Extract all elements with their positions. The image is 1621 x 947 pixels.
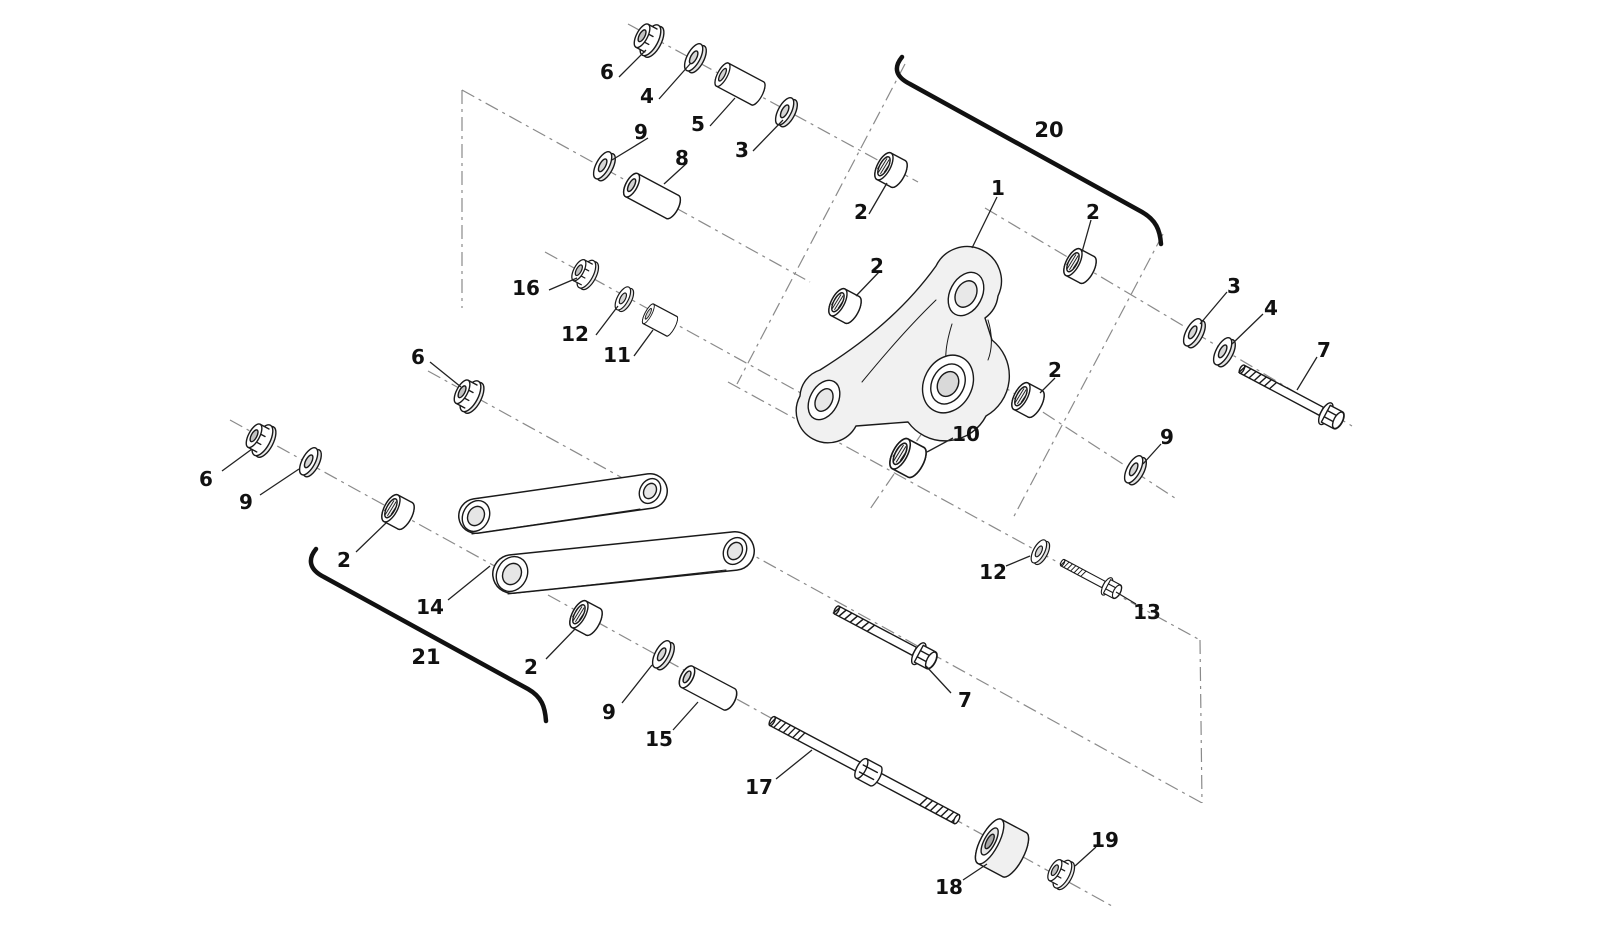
- spacer-15: [675, 662, 741, 714]
- group-bracket-21: [308, 546, 549, 724]
- callout-3: 3: [1227, 274, 1241, 298]
- callout-9: 9: [1160, 425, 1174, 449]
- callout-17: 17: [745, 775, 773, 799]
- flanged-nut-6: [240, 417, 281, 462]
- pivot-bolt-part-17: [768, 715, 961, 825]
- flanged-nut-19: [1042, 853, 1079, 893]
- spacer-8: [619, 170, 685, 222]
- callout-16: 16: [512, 276, 540, 300]
- callout-14: 14: [416, 595, 444, 619]
- callout-8: 8: [675, 146, 689, 170]
- washer-3: [771, 94, 802, 131]
- needle-bearing-2: [377, 491, 419, 533]
- washer-12: [1027, 536, 1054, 568]
- callout-6: 6: [600, 60, 614, 84]
- callout-13: 13: [1133, 600, 1161, 624]
- callout-6: 6: [411, 345, 425, 369]
- callout-18: 18: [935, 875, 963, 899]
- washer-9: [1120, 452, 1151, 489]
- needle-bearing-2: [870, 149, 912, 191]
- roller-part-18: [974, 818, 1030, 878]
- callout-7: 7: [1317, 338, 1331, 362]
- group-label-20: 20: [1034, 118, 1063, 142]
- bushing-10: [884, 434, 932, 482]
- washer-9: [589, 148, 620, 185]
- callout-1: 1: [991, 176, 1005, 200]
- needle-bearing-2: [1059, 245, 1101, 287]
- washer-9: [295, 444, 326, 481]
- group-bracket-20: [894, 54, 1164, 247]
- callout-7: 7: [958, 688, 972, 712]
- callout-2: 2: [1048, 358, 1062, 382]
- rocker-arm-part-1: [795, 245, 1010, 444]
- callout-3: 3: [735, 138, 749, 162]
- callout-9: 9: [634, 120, 648, 144]
- washer-9: [648, 637, 679, 674]
- washer-3: [1179, 315, 1210, 352]
- callout-5: 5: [691, 112, 705, 136]
- flanged-nut-6: [448, 373, 489, 418]
- callout-9: 9: [602, 700, 616, 724]
- callout-4: 4: [640, 84, 654, 108]
- flanged-nut-6: [628, 17, 669, 62]
- callout-12: 12: [561, 322, 589, 346]
- callout-6: 6: [199, 467, 213, 491]
- bolt-part-7: [1237, 363, 1349, 434]
- callout-10: 10: [952, 422, 980, 446]
- callout-2: 2: [854, 200, 868, 224]
- spacer-5: [711, 60, 769, 108]
- needle-bearing-2: [1007, 379, 1049, 421]
- callout-9: 9: [239, 490, 253, 514]
- callout-4: 4: [1264, 296, 1278, 320]
- callout-11: 11: [603, 343, 631, 367]
- callout-labels: 6 4 5 3 9 8 2 20 1 2 2 3 4 7 2 10 9 16 1…: [199, 60, 1331, 899]
- callout-15: 15: [645, 727, 673, 751]
- leader-lines: [221, 49, 1318, 881]
- connecting-links-part-14: [458, 473, 755, 595]
- lock-nut-16: [566, 253, 603, 293]
- callout-19: 19: [1091, 828, 1119, 852]
- callout-2: 2: [870, 254, 884, 278]
- washer-4: [1209, 334, 1240, 371]
- centerlines: [229, 23, 1353, 907]
- callout-12: 12: [979, 560, 1007, 584]
- group-label-21: 21: [411, 645, 440, 669]
- callout-2: 2: [1086, 200, 1100, 224]
- callout-2: 2: [524, 655, 538, 679]
- needle-bearing-2: [824, 285, 866, 327]
- callout-2: 2: [337, 548, 351, 572]
- bolt-part-13: [1059, 558, 1126, 603]
- bolt-part-7: [832, 604, 942, 674]
